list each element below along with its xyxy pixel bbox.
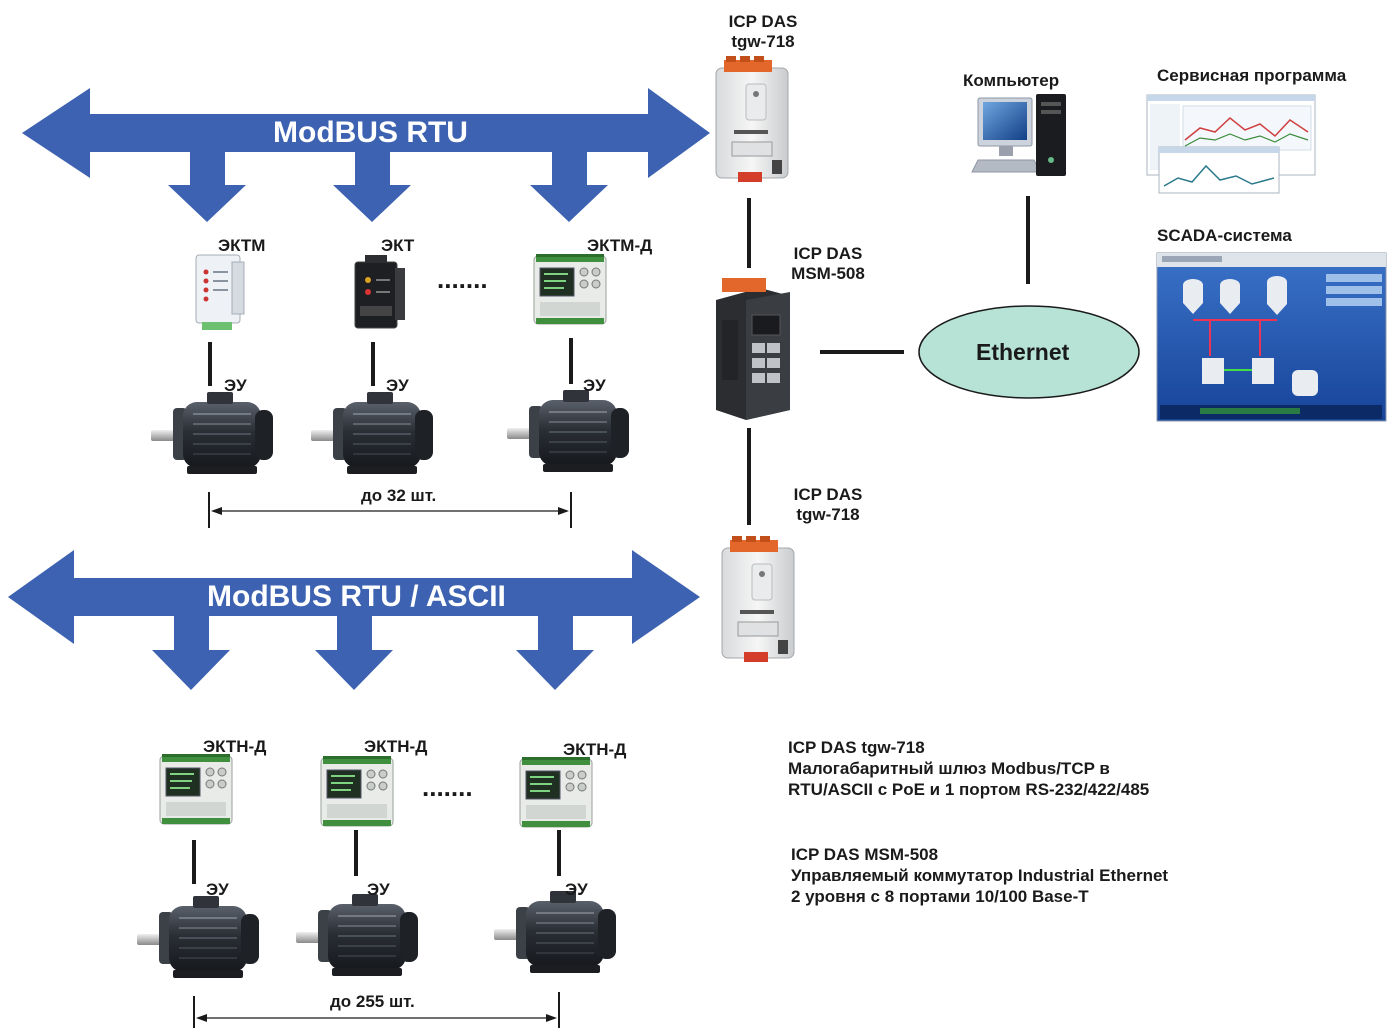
modbus-rtu-bus-arrow	[22, 88, 710, 222]
motor-label: ЭУ	[583, 376, 606, 395]
bus-drop-arrow	[516, 614, 594, 690]
switch-label: ICP DAS MSM-508	[783, 244, 873, 285]
device-ekt-label: ЭКТ	[381, 236, 415, 255]
gateway-bottom-label-line2: tgw-718	[796, 505, 860, 525]
gateway-top-label: ICP DAS tgw-718	[718, 12, 808, 53]
scada-label: SCADA-система	[1157, 226, 1292, 245]
motor-icon	[150, 391, 274, 475]
ellipsis: .......	[437, 264, 488, 294]
msm-note-line1: Управляемый коммутатор Industrial Ethern…	[791, 866, 1169, 885]
msm-note-line2: 2 уровня с 8 портами 10/100 Base-T	[791, 887, 1089, 906]
bus-drop-arrow	[530, 150, 608, 222]
switch-label-line1: ICP DAS	[793, 244, 863, 263]
top-count-dimension	[208, 492, 572, 528]
motor-label: ЭУ	[367, 880, 390, 899]
motor-icon	[136, 895, 260, 979]
gateway-bottom-label: ICP DAS tgw-718	[783, 485, 873, 526]
motor-label: ЭУ	[565, 880, 588, 899]
motor-icon	[493, 890, 617, 974]
top-bus-label: ModBUS RTU	[273, 116, 468, 149]
device-ektn-d-label: ЭКТН-Д	[364, 737, 428, 756]
device-ektm-label: ЭКТМ	[218, 236, 266, 255]
bottom-bus-label: ModBUS RTU / ASCII	[207, 580, 506, 613]
gateway-top-icon	[715, 55, 789, 183]
ethernet-cloud	[918, 305, 1140, 399]
ethernet-label: Ethernet	[976, 339, 1070, 365]
motor-icon	[506, 389, 630, 473]
motor-label: ЭУ	[224, 376, 247, 395]
top-count-label: до 32 шт.	[361, 486, 437, 505]
tgw-note: ICP DAS tgw-718 Малогабаритный шлюз Modb…	[788, 737, 1149, 800]
tgw-note-line2: RTU/ASCII с PoE и 1 портом RS-232/422/48…	[788, 780, 1150, 799]
bus-drop-arrow	[315, 614, 393, 690]
device-ekt	[354, 255, 405, 329]
bus-drop-arrow	[168, 150, 246, 222]
service-program-label: Сервисная программа	[1157, 66, 1347, 85]
device-ektn-d-label: ЭКТН-Д	[203, 737, 267, 756]
gateway-top-label-line1: ICP DAS	[728, 12, 798, 31]
msm-note-title: ICP DAS MSM-508	[791, 845, 939, 864]
switch-msm508-icon	[716, 278, 790, 420]
bottom-count-label: до 255 шт.	[330, 992, 415, 1011]
device-ektn-d	[159, 753, 233, 825]
modbus-rtu-ascii-bus-shape	[8, 550, 700, 644]
gateway-top-label-line2: tgw-718	[731, 32, 795, 52]
scada-screenshot	[1156, 252, 1387, 422]
computer-icon	[971, 94, 1066, 176]
bus-drop-arrow	[152, 614, 230, 690]
motor-icon	[295, 893, 419, 977]
gateway-bottom-label-line1: ICP DAS	[793, 485, 863, 504]
computer-label: Компьютер	[963, 71, 1060, 90]
device-ektm-d-label: ЭКТМ-Д	[587, 236, 653, 255]
switch-label-line2: MSM-508	[791, 264, 865, 284]
bottom-count-dimension	[193, 992, 560, 1028]
service-program-screenshot	[1146, 94, 1316, 194]
tgw-note-title: ICP DAS tgw-718	[788, 738, 925, 757]
device-ektm-d	[533, 253, 607, 325]
ellipsis: .......	[422, 772, 473, 802]
msm-note: ICP DAS MSM-508 Управляемый коммутатор I…	[791, 844, 1168, 907]
modbus-rtu-ascii-bus-arrow	[8, 550, 700, 690]
device-ektn-d	[519, 756, 593, 828]
modbus-rtu-bus-shape	[22, 88, 710, 178]
bus-drop-arrow	[333, 150, 411, 222]
tgw-note-line1: Малогабаритный шлюз Modbus/TCP в	[788, 759, 1110, 778]
device-ektn-d	[320, 755, 394, 827]
gateway-bottom-icon	[721, 535, 795, 663]
motor-label: ЭУ	[206, 880, 229, 899]
device-ektm	[195, 254, 245, 330]
device-ektn-d-label: ЭКТН-Д	[563, 740, 627, 759]
motor-icon	[310, 391, 434, 475]
motor-label: ЭУ	[386, 376, 409, 395]
